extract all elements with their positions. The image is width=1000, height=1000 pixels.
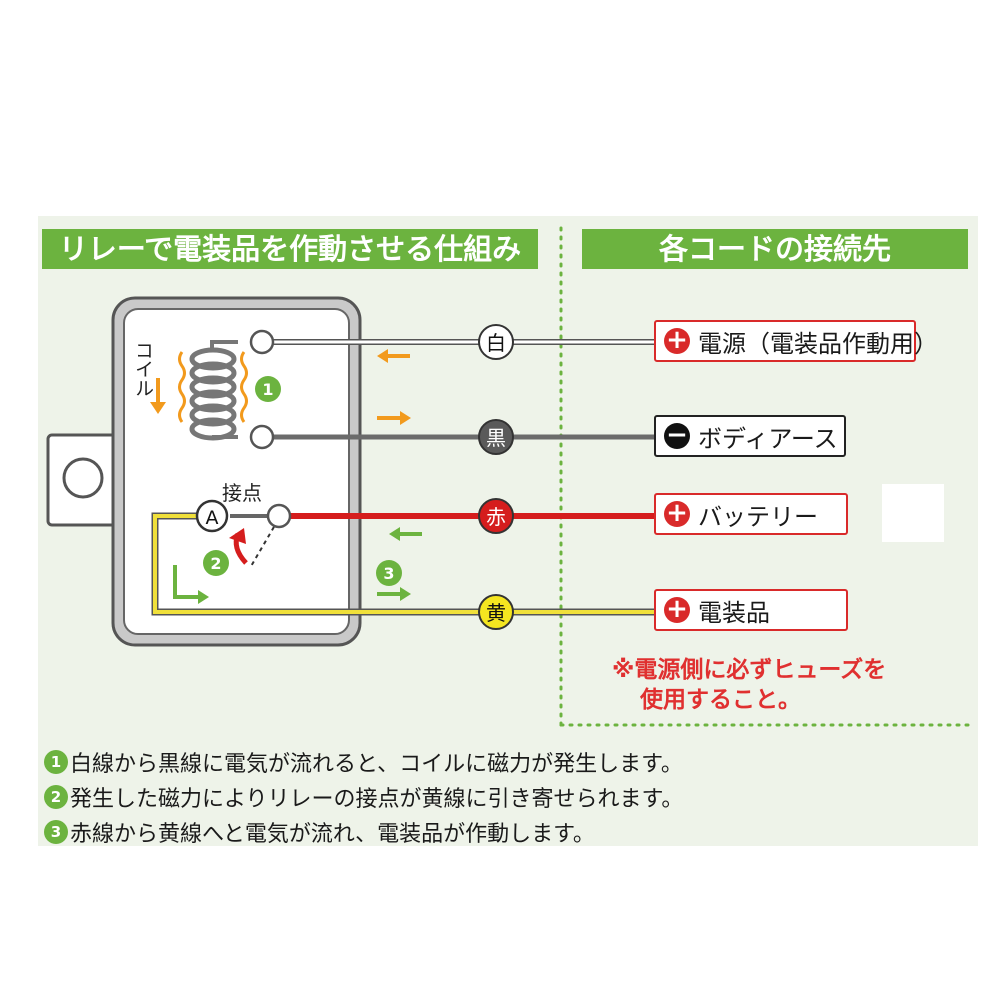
minus-icon: − bbox=[664, 422, 690, 449]
step-item-3: 3 赤線から黄線へと電気が流れ、電装品が作動します。 bbox=[44, 814, 974, 849]
dest-battery: + バッテリー bbox=[654, 493, 848, 535]
dest-label: 電源（電装品作動用） bbox=[698, 329, 938, 358]
wire-yellow bbox=[151, 512, 655, 616]
dest-body-ground: − ボディアース bbox=[654, 415, 846, 457]
arrow-corner-icon bbox=[173, 565, 209, 604]
wire-badge-red bbox=[478, 498, 514, 534]
contact-dashed bbox=[249, 519, 279, 569]
step-marker-2 bbox=[203, 550, 229, 576]
arrow-left-white-icon bbox=[377, 349, 410, 363]
plus-icon: + bbox=[664, 500, 690, 527]
blank-box bbox=[882, 484, 944, 542]
step-marker-1-label: 1 bbox=[262, 380, 273, 399]
step-number: 1 bbox=[44, 749, 68, 774]
coil-label: コイル bbox=[132, 341, 154, 398]
wire-badge-white bbox=[478, 324, 514, 360]
header-mechanism: リレーで電装品を作動させる仕組み bbox=[42, 229, 538, 269]
plus-icon: + bbox=[664, 596, 690, 623]
terminal-black bbox=[249, 424, 275, 450]
step-number: 3 bbox=[44, 819, 68, 844]
step-text: 白線から黒線に電気が流れると、コイルに磁力が発生します。 bbox=[70, 751, 683, 777]
step-item-1: 1 白線から黒線に電気が流れると、コイルに磁力が発生します。 bbox=[44, 744, 974, 779]
attract-arrow-icon bbox=[229, 528, 248, 565]
arrow-left-red-icon bbox=[389, 527, 422, 541]
step-marker-1 bbox=[255, 376, 281, 402]
arrow-right-black-icon bbox=[377, 411, 411, 425]
wire-badge-white-label: 白 bbox=[486, 331, 506, 355]
wire-badge-yellow-label: 黄 bbox=[486, 601, 506, 625]
step-marker-3 bbox=[376, 560, 402, 586]
dest-accessory: + 電装品 bbox=[654, 589, 848, 631]
dest-label: 電装品 bbox=[698, 598, 770, 627]
contact-label: 接点 bbox=[222, 481, 262, 505]
header-connections: 各コードの接続先 bbox=[582, 229, 968, 269]
plus-icon: + bbox=[664, 327, 690, 354]
mounting-hole bbox=[62, 457, 104, 499]
fuse-warning-line-1: ※電源側に必ずヒューズを bbox=[612, 657, 887, 683]
arrow-right-yellow-icon bbox=[377, 587, 411, 601]
terminal-red bbox=[266, 503, 292, 529]
step-number: 2 bbox=[44, 784, 68, 809]
wire-badge-black-label: 黒 bbox=[486, 426, 506, 450]
contact-point-label: A bbox=[206, 507, 219, 529]
dest-power-accessory: + 電源（電装品作動用） bbox=[654, 320, 938, 362]
fuse-warning-line-2: 使用すること。 bbox=[640, 687, 801, 713]
wire-badge-black bbox=[478, 419, 514, 455]
wire-badge-yellow bbox=[478, 594, 514, 630]
terminal-white bbox=[249, 329, 275, 355]
contact-point-a bbox=[195, 499, 229, 533]
coil-icon bbox=[178, 340, 248, 441]
step-text: 赤線から黄線へと電気が流れ、電装品が作動します。 bbox=[70, 821, 595, 847]
dest-label: バッテリー bbox=[698, 502, 818, 531]
step-text: 発生した磁力によりリレーの接点が黄線に引き寄せられます。 bbox=[70, 786, 684, 812]
dest-label: ボディアース bbox=[698, 424, 838, 453]
wire-badge-red-label: 赤 bbox=[486, 505, 506, 529]
step-marker-3-label: 3 bbox=[383, 564, 394, 583]
step-marker-2-label: 2 bbox=[210, 554, 221, 573]
step-item-2: 2 発生した磁力によりリレーの接点が黄線に引き寄せられます。 bbox=[44, 779, 974, 814]
coil-arrow-down-icon bbox=[150, 378, 166, 414]
step-list: 1 白線から黒線に電気が流れると、コイルに磁力が発生します。 2 発生した磁力に… bbox=[44, 744, 974, 849]
